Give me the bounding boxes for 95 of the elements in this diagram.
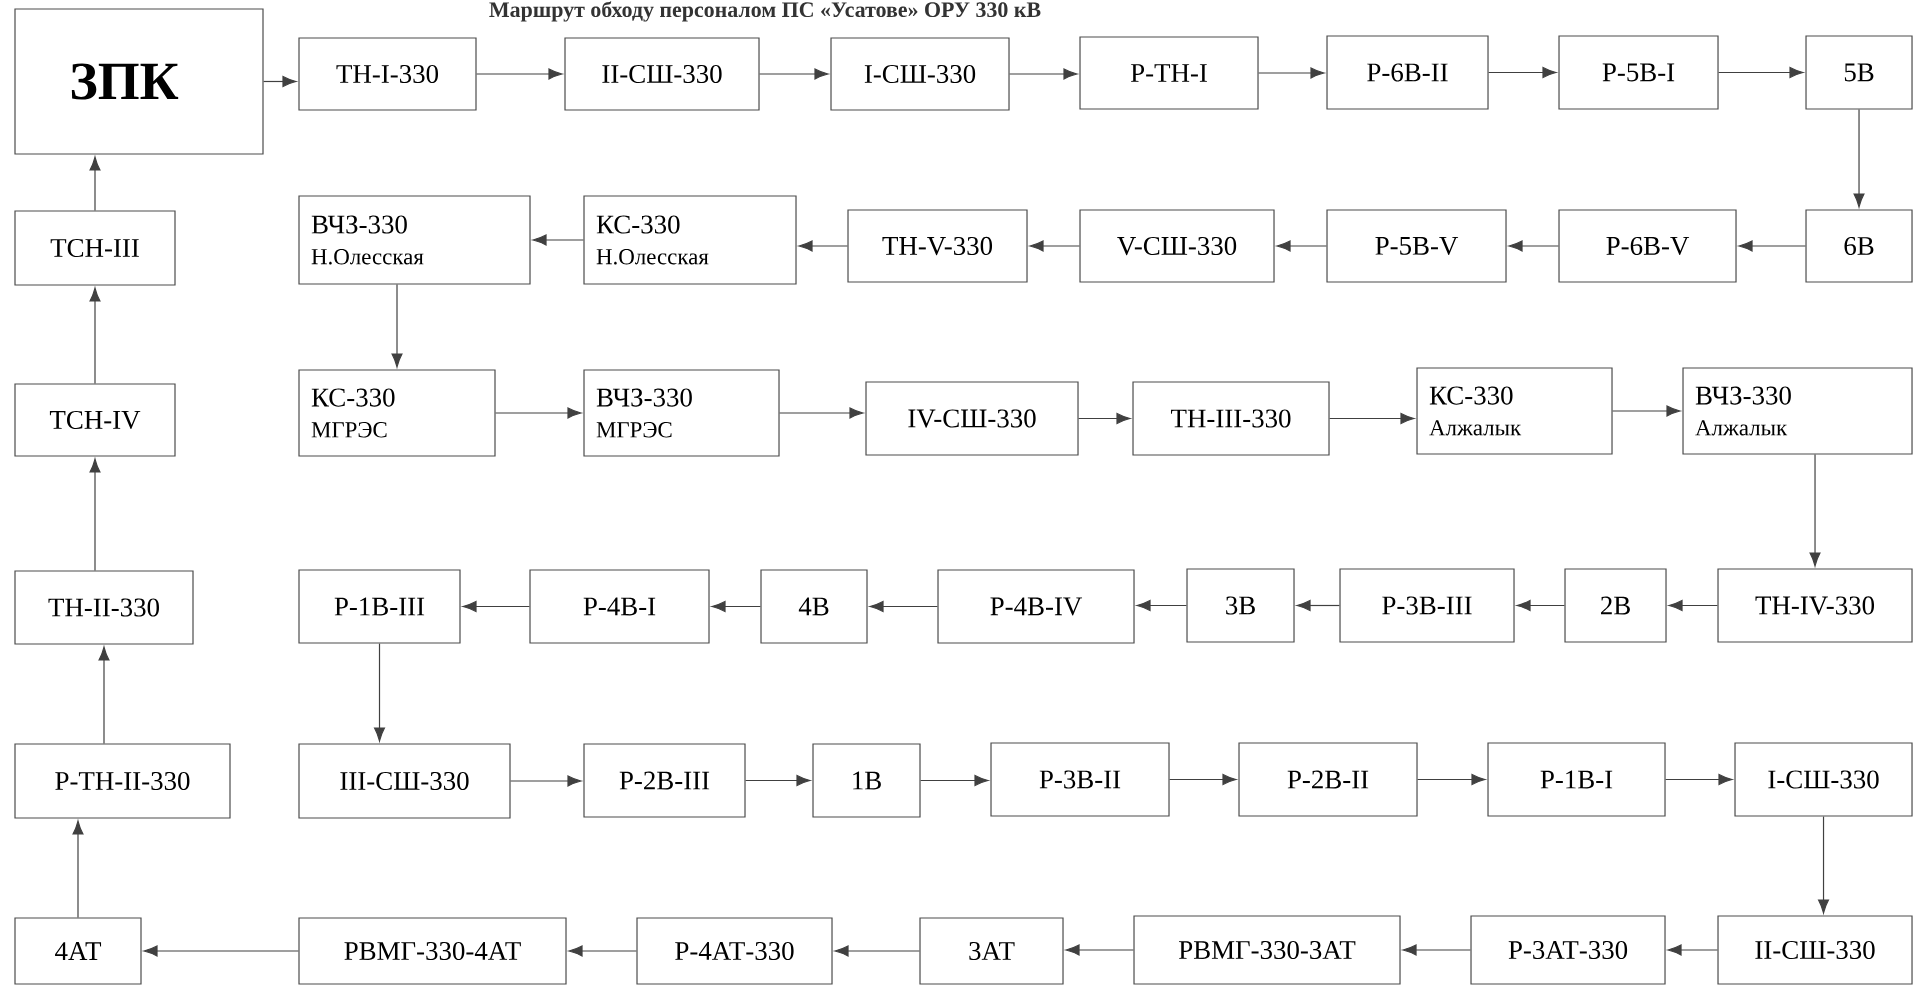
- arrow: [1738, 240, 1806, 252]
- arrow: [532, 234, 584, 246]
- arrow: [1488, 66, 1557, 79]
- arrow: [1612, 405, 1681, 417]
- process-box: Р-6В-II: [1326, 35, 1489, 110]
- arrow: [1667, 944, 1718, 956]
- process-box: КС-330 Н.Олесская: [583, 195, 797, 285]
- arrow: [143, 945, 299, 957]
- process-box: Р-3АТ-330: [1470, 915, 1666, 985]
- process-box: Р-4В-I: [529, 569, 710, 644]
- process-box: РВМГ-330-3АТ: [1133, 915, 1401, 985]
- process-box: Р-5В-V: [1326, 209, 1507, 283]
- arrow: [373, 643, 386, 742]
- arrow: [568, 945, 637, 957]
- arrow: [798, 240, 848, 252]
- arrow: [1258, 67, 1325, 79]
- process-box: КС-330 МГРЭС: [298, 369, 496, 457]
- arrow: [869, 600, 938, 613]
- process-box: 4В: [760, 569, 868, 644]
- arrow: [1853, 109, 1865, 208]
- process-box: Р-3В-II: [990, 742, 1170, 817]
- process-box: ТСН-IV: [14, 383, 176, 457]
- process-box: ВЧЗ-330 Н.Олесская: [298, 195, 531, 285]
- process-box: ЗПК: [14, 8, 264, 155]
- arrow: [391, 284, 403, 368]
- arrow: [476, 68, 563, 80]
- process-box: Р-2В-III: [583, 743, 746, 818]
- process-box: Р-4В-IV: [937, 569, 1135, 644]
- process-box: 6В: [1805, 209, 1913, 283]
- process-box: II-СШ-330: [564, 37, 760, 111]
- process-box: ТН-V-330: [847, 209, 1028, 283]
- arrow: [834, 945, 920, 957]
- process-box: 4АТ: [14, 917, 142, 985]
- title: Маршрут обходу персоналом ПС «Усатове» ОРУ 330 кВ: [489, 1, 1041, 22]
- arrow: [98, 646, 110, 744]
- process-box: I-СШ-330: [830, 37, 1010, 111]
- process-box: III-СШ-330: [298, 743, 511, 819]
- process-box: 2В: [1564, 568, 1667, 643]
- arrow: [89, 458, 101, 571]
- process-box: Р-ТН-I: [1079, 36, 1259, 110]
- process-box: Р-2В-II: [1238, 742, 1418, 817]
- arrow: [1009, 68, 1078, 80]
- arrow: [1516, 599, 1565, 612]
- process-box: ВЧЗ-330 МГРЭС: [583, 369, 780, 457]
- process-box: ВЧЗ-330 Алжалык: [1682, 367, 1913, 455]
- process-box: ТН-III-330: [1132, 381, 1330, 456]
- arrow: [1665, 773, 1733, 786]
- arrow: [1402, 944, 1471, 956]
- process-box: Р-1В-I: [1487, 742, 1666, 817]
- process-box: 1В: [812, 743, 921, 818]
- arrow: [1668, 599, 1718, 612]
- arrow: [1508, 240, 1559, 252]
- process-box: 3АТ: [919, 917, 1064, 985]
- arrow: [89, 287, 101, 384]
- process-box: КС-330 Алжалык: [1416, 367, 1613, 455]
- process-box: 5В: [1805, 35, 1913, 110]
- process-box: 3В: [1186, 568, 1295, 643]
- process-box: I-СШ-330: [1734, 742, 1913, 817]
- arrow: [510, 775, 582, 787]
- process-box: V-СШ-330: [1079, 209, 1275, 283]
- arrow: [759, 68, 829, 80]
- process-box: РВМГ-330-4АТ: [298, 917, 567, 985]
- arrow: [1136, 599, 1187, 612]
- arrow: [1078, 412, 1131, 425]
- arrow: [1276, 240, 1327, 252]
- arrow: [72, 820, 84, 918]
- arrow: [1417, 773, 1486, 786]
- arrow: [1065, 944, 1134, 956]
- arrow: [920, 774, 989, 787]
- arrow: [711, 600, 761, 613]
- process-box: Р-1В-III: [298, 569, 461, 644]
- arrow: [745, 774, 811, 787]
- arrow: [1329, 412, 1415, 425]
- arrow: [89, 156, 101, 211]
- arrow: [1718, 66, 1804, 79]
- process-box: Р-6В-V: [1558, 209, 1737, 283]
- arrow: [1809, 454, 1821, 567]
- process-box: ТН-II-330: [14, 570, 194, 645]
- process-box: Р-3В-III: [1339, 568, 1515, 643]
- process-box: IV-СШ-330: [865, 381, 1079, 456]
- process-box: Р-4АТ-330: [636, 917, 833, 985]
- arrow: [1169, 773, 1237, 786]
- process-box: Р-5В-I: [1558, 35, 1719, 110]
- arrow: [1296, 599, 1340, 612]
- process-box: ТН-IV-330: [1717, 568, 1913, 643]
- arrow: [1029, 240, 1080, 252]
- process-box: II-СШ-330: [1717, 915, 1913, 985]
- arrow: [462, 600, 530, 613]
- arrow: [1817, 816, 1830, 914]
- process-box: Р-ТН-II-330: [14, 743, 231, 819]
- arrow: [779, 407, 864, 419]
- arrow: [495, 407, 582, 419]
- process-box: ТН-I-330: [298, 37, 477, 111]
- arrow: [263, 75, 297, 88]
- process-box: ТСН-III: [14, 210, 176, 286]
